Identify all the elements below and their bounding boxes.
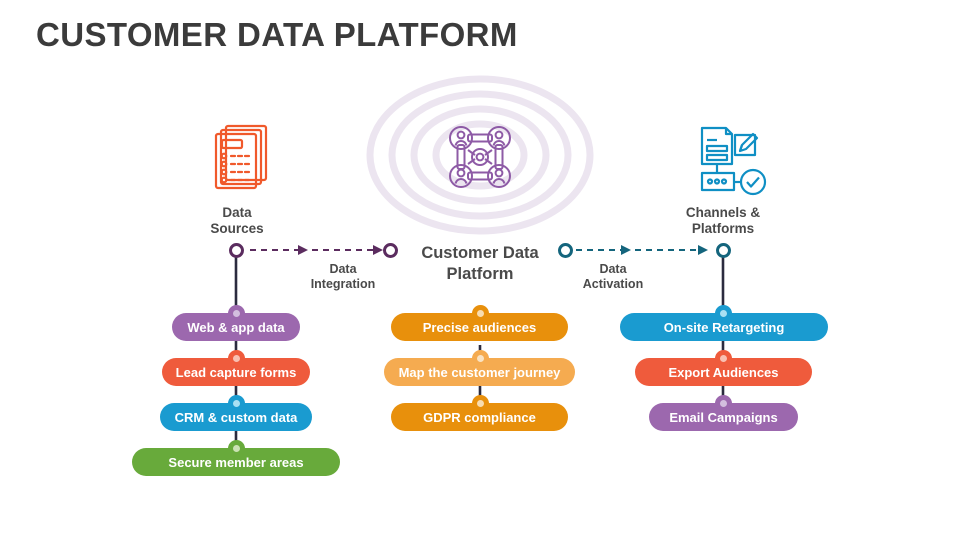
- cdp-caption-line1: Customer Data: [421, 244, 539, 262]
- pill-item[interactable]: Lead capture forms: [162, 358, 310, 386]
- data-integration-label-line1: Data: [329, 262, 357, 276]
- flow-node-channels: [716, 243, 731, 258]
- pill-node-dot: [227, 440, 245, 457]
- data-sources-caption-line2: Sources: [210, 221, 264, 236]
- flow-node-integration-end: [383, 243, 398, 258]
- documents-stack-icon: [196, 118, 286, 198]
- channels-platforms-caption: Channels & Platforms: [638, 205, 808, 237]
- pill-node-dot: [227, 395, 245, 412]
- data-activation-label-line2: Activation: [582, 277, 644, 291]
- documents-pencil-check-icon: [680, 118, 770, 198]
- flow-node-data-sources: [229, 243, 244, 258]
- pill-node-dot: [714, 350, 732, 367]
- data-activation-label-line1: Data: [599, 262, 627, 276]
- pill-node-dot: [227, 305, 245, 322]
- pill-node-dot: [227, 350, 245, 367]
- customer-data-platform-caption: Customer Data Platform: [380, 243, 580, 285]
- people-network-icon: [435, 117, 525, 197]
- pill-node-dot: [714, 395, 732, 412]
- channels-caption-line1: Channels &: [685, 205, 761, 220]
- pill-node-dot: [714, 305, 732, 322]
- pill-node-dot: [471, 395, 489, 412]
- data-integration-label-line2: Integration: [310, 277, 376, 291]
- data-integration-label: Data Integration: [273, 262, 413, 292]
- data-activation-label: Data Activation: [543, 262, 683, 292]
- page-title: CUSTOMER DATA PLATFORM: [36, 16, 518, 53]
- flow-node-activation-start: [558, 243, 573, 258]
- data-sources-caption: Data Sources: [152, 205, 322, 237]
- data-sources-caption-line1: Data: [222, 205, 252, 220]
- pill-item[interactable]: Email Campaigns: [649, 403, 798, 431]
- pill-item[interactable]: Precise audiences: [391, 313, 568, 341]
- pill-node-dot: [471, 305, 489, 322]
- pill-node-dot: [471, 350, 489, 367]
- cdp-caption-line2: Platform: [446, 265, 514, 283]
- channels-caption-line2: Platforms: [691, 221, 755, 236]
